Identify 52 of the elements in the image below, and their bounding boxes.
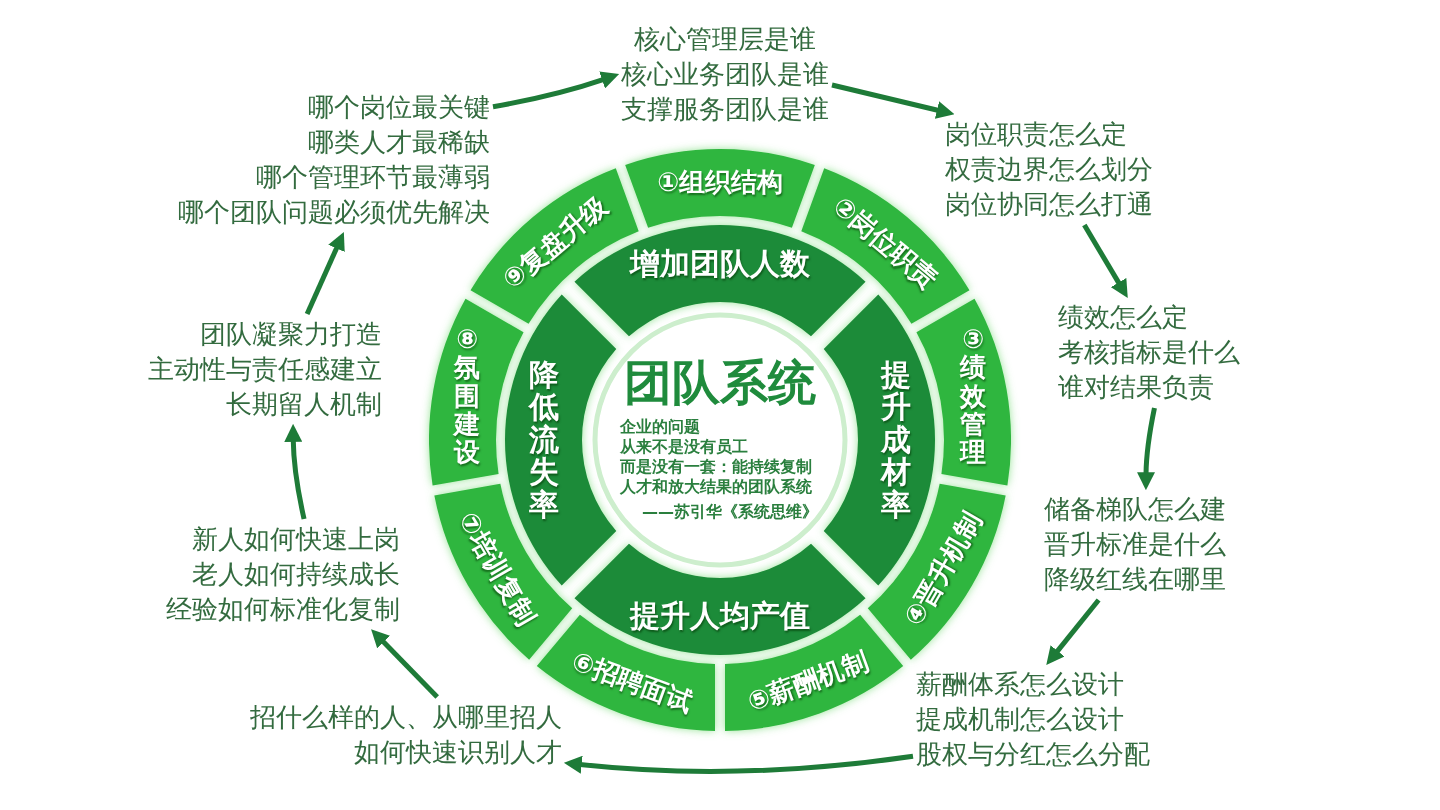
ring-label: ③绩效管理 xyxy=(959,325,987,466)
question-text: 谁对结果负责 xyxy=(1058,371,1215,404)
arrow xyxy=(831,82,955,119)
ring-label: ⑧氛围建设 xyxy=(453,325,481,466)
arrow xyxy=(1046,598,1101,665)
arrow xyxy=(492,71,620,110)
inner-label: 提升成材率 xyxy=(880,359,912,521)
quote-text: 而是没有一套：能持续复制人才和放大结果的团队系统 xyxy=(620,457,813,497)
ring-label: ①组织结构 xyxy=(657,169,783,197)
quote-text: 从来不是没有员工 xyxy=(620,437,749,457)
arrow xyxy=(563,753,914,774)
question-text: 哪个岗位最关键 xyxy=(307,91,490,124)
question-text: 招什么样的人、从哪里招人 xyxy=(250,701,562,734)
question-text: 岗位职责怎么定 xyxy=(945,118,1128,151)
question-text: 支撑服务团队是谁 xyxy=(621,93,829,126)
quote-text: 企业的问题 xyxy=(620,417,701,437)
question-text: 晋升标准是什么 xyxy=(1044,528,1226,561)
question-text: 如何快速识别人才 xyxy=(353,736,562,769)
question-text: 考核指标是什么 xyxy=(1058,336,1240,369)
inner-label: 提升人均产值 xyxy=(630,600,810,632)
inner-label: 增加团队人数 xyxy=(630,248,810,280)
inner-label: 降低流失率 xyxy=(528,359,560,521)
arrow xyxy=(1137,407,1157,491)
question-text: 主动性与责任感建立 xyxy=(148,353,382,386)
question-text: 长期留人机制 xyxy=(225,388,382,421)
question-text: 权责边界怎么划分 xyxy=(945,153,1153,186)
question-text: 老人如何持续成长 xyxy=(191,558,400,591)
question-text: 绩效怎么定 xyxy=(1058,301,1189,334)
question-text: 经验如何标准化复制 xyxy=(166,593,400,626)
center-title: 团队系统 xyxy=(624,358,816,406)
question-text: 核心管理层是谁 xyxy=(633,23,817,56)
question-text: 储备梯队怎么建 xyxy=(1044,493,1226,526)
arrow xyxy=(1082,223,1128,299)
question-text: 哪个管理环节最薄弱 xyxy=(255,161,490,194)
arrow xyxy=(371,629,439,699)
arrow xyxy=(284,423,307,520)
question-text: 薪酬体系怎么设计 xyxy=(916,668,1125,701)
question-text: 团队凝聚力打造 xyxy=(199,318,382,351)
question-text: 哪类人才最稀缺 xyxy=(307,126,490,159)
question-text: 提成机制怎么设计 xyxy=(916,703,1125,736)
arrow xyxy=(304,231,345,315)
ring-label: ⑤薪酬机制 xyxy=(744,647,872,716)
question-text: 降级红线在哪里 xyxy=(1044,563,1226,596)
question-text: 核心业务团队是谁 xyxy=(621,58,829,91)
question-text: 新人如何快速上岗 xyxy=(191,523,400,556)
question-text: 哪个团队问题必须优先解决 xyxy=(178,196,490,229)
ring-label: ⑥招聘面试 xyxy=(568,647,696,716)
ring-label: ②岗位职责 xyxy=(828,192,943,295)
quote-attribution: ——苏引华《系统思维》 xyxy=(642,502,818,522)
question-text: 岗位协同怎么打通 xyxy=(945,188,1153,221)
question-text: 股权与分红怎么分配 xyxy=(916,738,1150,771)
ring-label: ⑨复盘升级 xyxy=(497,192,612,295)
